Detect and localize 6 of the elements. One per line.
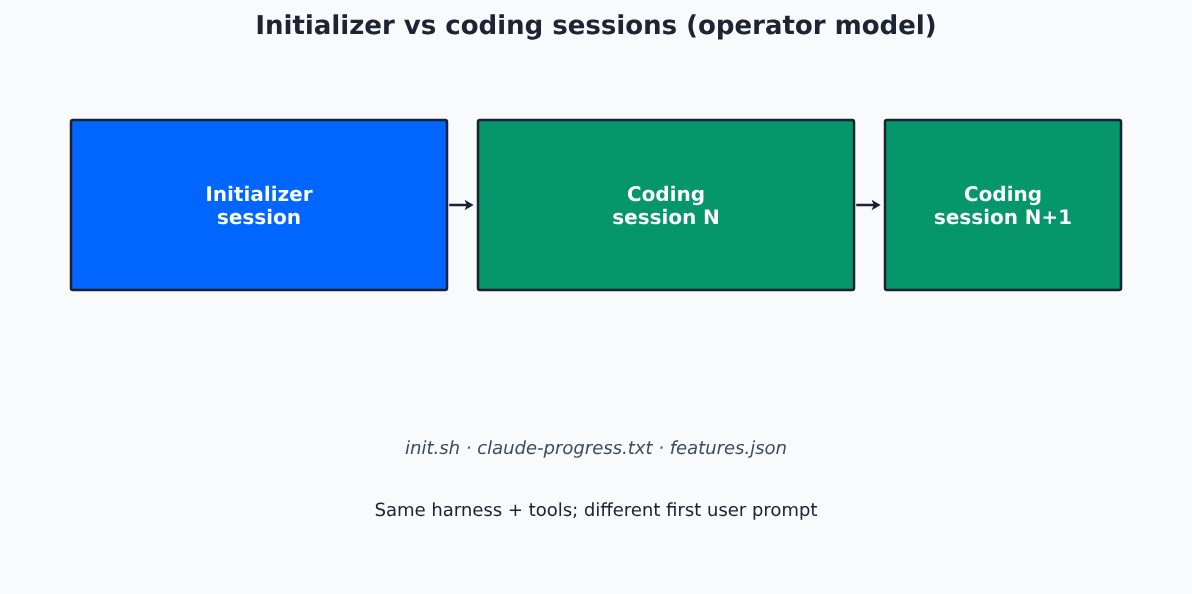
process-box: Coding session N+1 — [883, 118, 1123, 292]
title: Initializer vs coding sessions (operator model) — [257, 14, 935, 40]
process-box: Initializer session — [69, 118, 449, 292]
process-box: Coding session N — [476, 118, 856, 292]
file-list: init.sh · claude-progress.txt · features.json — [405, 440, 786, 458]
note-text: Same harness + tools; different first user prompt — [375, 502, 817, 520]
